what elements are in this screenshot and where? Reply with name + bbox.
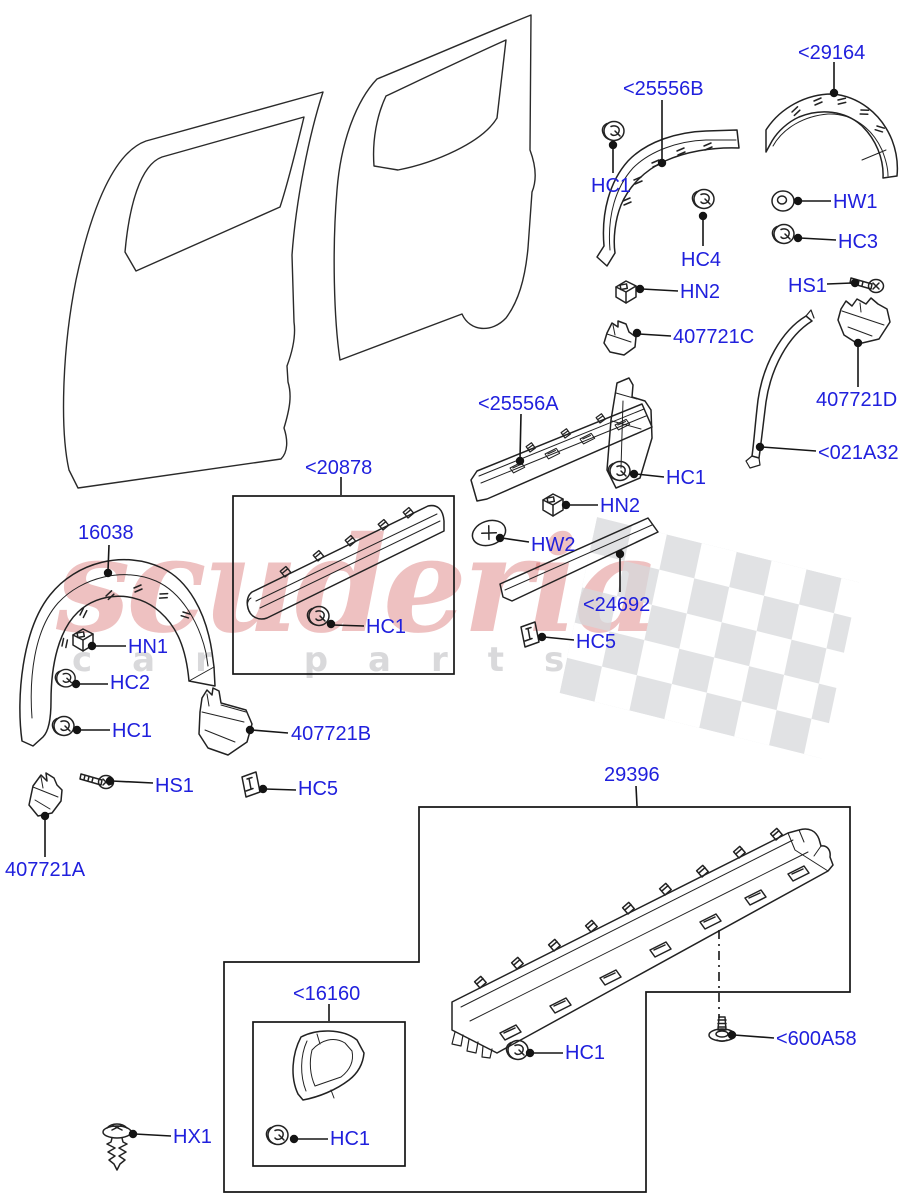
part-label-hc4[interactable]: HC4 [681, 249, 722, 271]
watermark-brand: scuderia [56, 508, 660, 663]
group-box-20878 [232, 495, 455, 675]
part-label-hc1-sill[interactable]: HC1 [565, 1042, 606, 1064]
part-label-407721b[interactable]: 407721B [291, 723, 372, 745]
part-label-hc1-left[interactable]: HC1 [112, 720, 153, 742]
clip-hc1-box20878 [306, 605, 330, 627]
part-side-moulding-25556A [470, 377, 653, 502]
clip-hc1-sill [505, 1039, 529, 1061]
part-label-407721a[interactable]: 407721A [5, 859, 86, 881]
clip-hc1-mid [607, 460, 631, 482]
part-label-407721c[interactable]: 407721C [673, 326, 755, 348]
part-label-hn2-top[interactable]: HN2 [680, 281, 721, 303]
part-label-021a32[interactable]: <021A32 [818, 442, 899, 464]
part-label-hc1-mid[interactable]: HC1 [666, 467, 707, 489]
clip-hc1-box16160 [265, 1124, 289, 1146]
checkered-flag-watermark [559, 517, 859, 759]
clip-hc4 [691, 188, 715, 210]
part-label-20878[interactable]: <20878 [305, 457, 373, 479]
front-door-outline [62, 91, 324, 489]
part-label-hw2[interactable]: HW2 [531, 534, 576, 556]
part-label-hs1-left[interactable]: HS1 [155, 775, 194, 797]
part-label-600a58[interactable]: <600A58 [776, 1028, 857, 1050]
part-label-24692[interactable]: <24692 [583, 594, 651, 616]
leader-lines [44, 62, 859, 1140]
part-label-hc2[interactable]: HC2 [110, 672, 151, 694]
part-bracket-407721C [603, 320, 637, 356]
clip-hc3 [771, 223, 795, 245]
part-label-hn1[interactable]: HN1 [128, 636, 169, 658]
part-label-16038[interactable]: 16038 [78, 522, 134, 544]
nut-hn2-top [615, 280, 637, 304]
part-sill-moulding-29396 [451, 826, 834, 1059]
rear-door-outline [333, 14, 536, 361]
grommet-hw1 [771, 190, 795, 212]
part-label-hw1[interactable]: HW1 [833, 191, 878, 213]
part-label-16160[interactable]: <16160 [293, 983, 361, 1005]
clip-hc1-top [601, 120, 625, 142]
part-label-hc5-left[interactable]: HC5 [298, 778, 339, 800]
clip-hc5-left [241, 771, 261, 798]
clip-hc5-mid [520, 621, 540, 648]
part-side-moulding-20878 [246, 504, 445, 620]
leader-dots [40, 88, 863, 1144]
part-label-407721d[interactable]: 407721D [816, 389, 898, 411]
part-label-25556b[interactable]: <25556B [623, 78, 704, 100]
part-arch-moulding-25556B [596, 129, 740, 267]
part-label-hc5-mid[interactable]: HC5 [576, 631, 617, 653]
part-bracket-407721A [28, 772, 63, 817]
part-label-hc3[interactable]: HC3 [838, 231, 879, 253]
part-pillar-strip-021A32 [745, 309, 815, 469]
part-label-hs1-right[interactable]: HS1 [788, 275, 827, 297]
nut-hn2-mid [542, 493, 564, 517]
part-label-hx1[interactable]: HX1 [173, 1126, 212, 1148]
part-label-hc1-box[interactable]: HC1 [366, 616, 407, 638]
part-belt-moulding-24692 [499, 517, 659, 602]
pin-hx1 [102, 1123, 132, 1171]
clip-hc1-left [51, 715, 75, 737]
part-label-29396[interactable]: 29396 [604, 764, 660, 786]
part-label-hc1-top[interactable]: HC1 [591, 175, 632, 197]
part-label-hn2-mid[interactable]: HN2 [600, 495, 641, 517]
group-box-16160 [252, 1021, 406, 1167]
part-bracket-407721D [837, 297, 891, 345]
part-bracket-407721B [198, 687, 253, 756]
part-arch-moulding-29164 [765, 93, 899, 179]
part-label-29164[interactable]: <29164 [798, 42, 866, 64]
washer-hw2 [471, 519, 507, 547]
part-label-hc1-16160[interactable]: HC1 [330, 1128, 371, 1150]
part-arch-moulding-16038 [19, 558, 216, 747]
part-label-25556a[interactable]: <25556A [478, 393, 559, 415]
group-box-29396 [223, 806, 851, 1193]
part-bracket-16160 [292, 1030, 365, 1101]
